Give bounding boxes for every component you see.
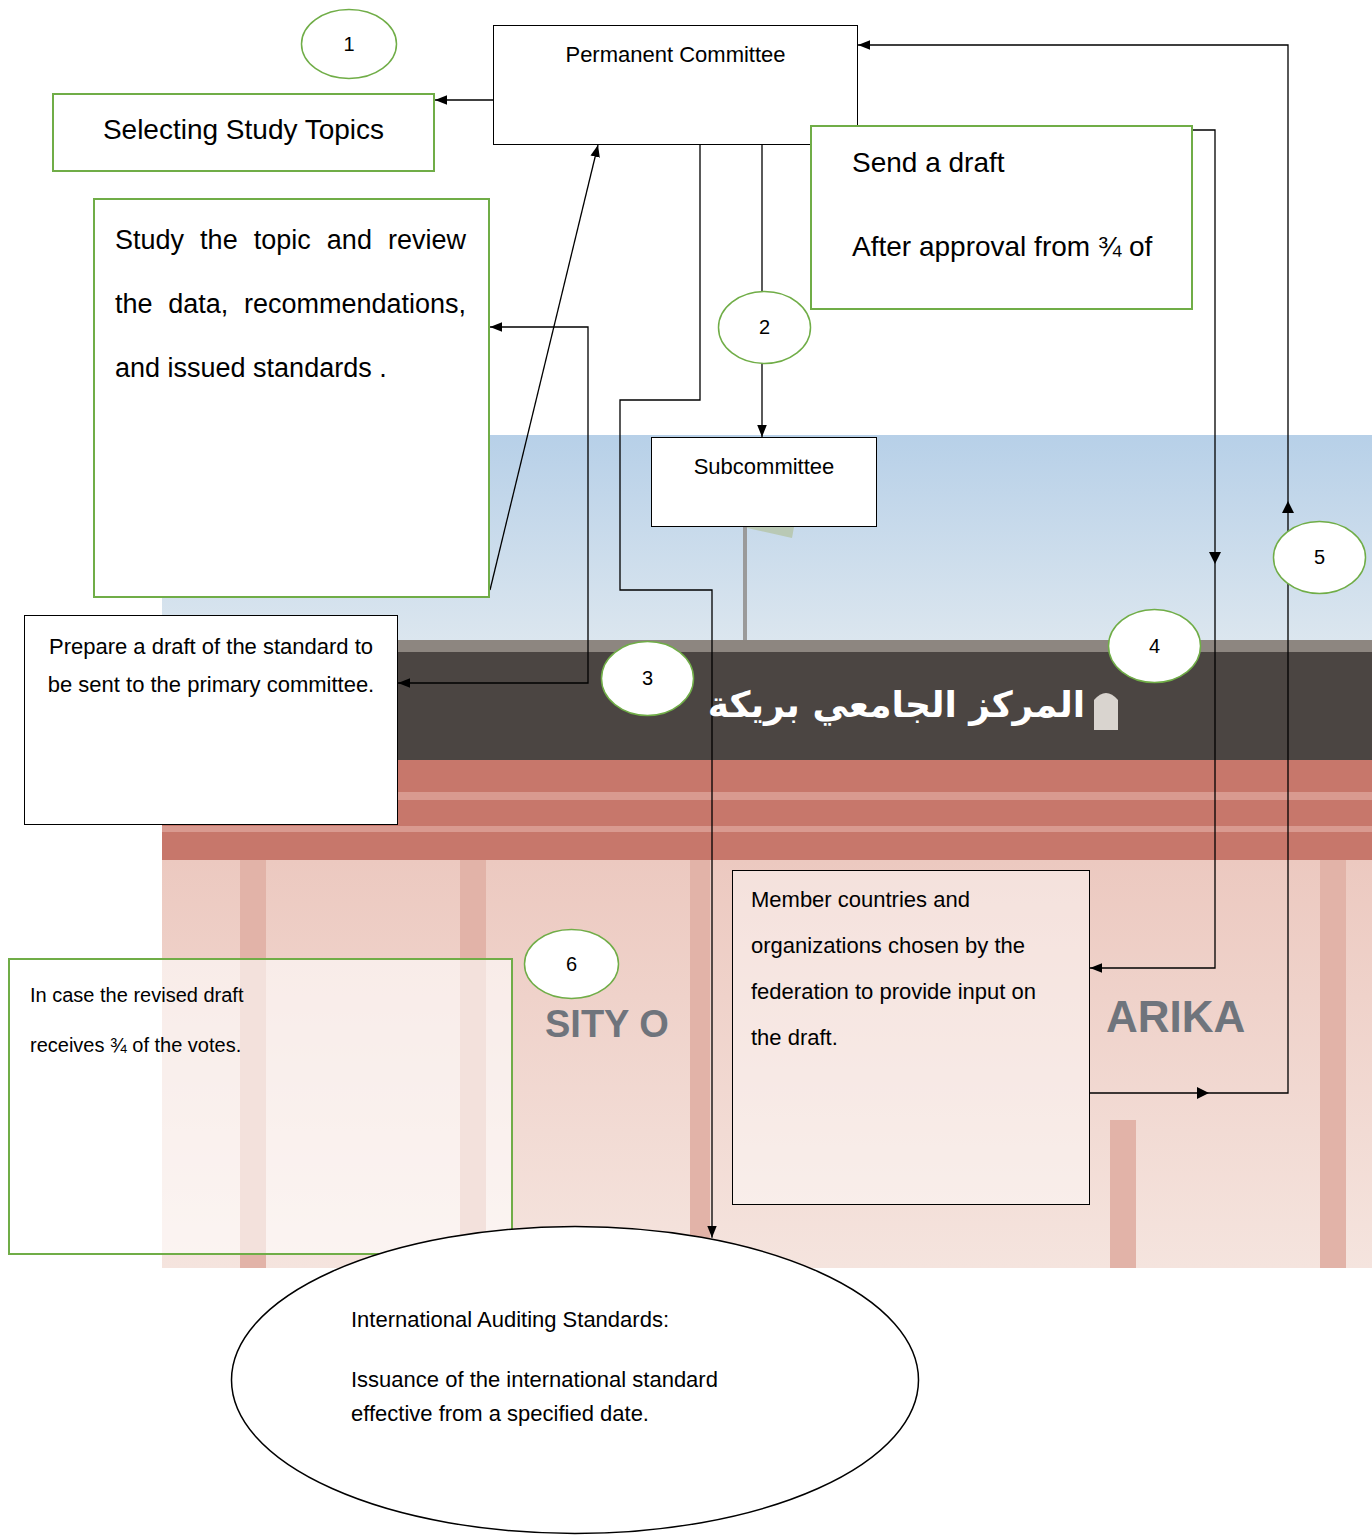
watermark-text: SITY O: [545, 1003, 669, 1046]
node-text: Permanent Committee: [504, 42, 847, 68]
node-text: Member countries and organizations chose…: [751, 877, 1071, 1061]
callout-text: 2: [759, 316, 770, 339]
callout-text: 3: [642, 667, 653, 690]
process-box: Study the topic and review the data, rec…: [93, 198, 490, 598]
node-text: In case the revised draft receives ¾ of …: [30, 970, 291, 1070]
process-box: Permanent Committee: [493, 25, 858, 145]
process-box: Prepare a draft of the standard to be se…: [24, 615, 398, 825]
connector-arrow: [490, 145, 598, 590]
callout-number: 5: [1272, 520, 1367, 595]
callout-text: 5: [1314, 546, 1325, 569]
callout-number: 6: [523, 928, 620, 1000]
note-box: In case the revised draft receives ¾ of …: [8, 958, 513, 1255]
callout-text: 1: [343, 33, 354, 56]
process-box: Selecting Study Topics: [52, 93, 435, 172]
ellipse-shape: [1274, 522, 1366, 594]
note-box: Send a draftAfter approval from ¾ of: [810, 125, 1193, 310]
node-text: Send a draft: [852, 147, 1175, 179]
node-text: Study the topic and review the data, rec…: [115, 208, 466, 400]
ellipse-shape: [232, 1227, 919, 1534]
ellipse-shape: [302, 10, 397, 79]
ellipse-shape: [602, 642, 694, 716]
node-text: Issuance of the international standard e…: [351, 1363, 792, 1431]
watermark-text: ARIKA: [1106, 992, 1245, 1042]
connector-arrow: [435, 99, 493, 100]
ellipse-shape: [719, 292, 811, 364]
callout-number: 2: [717, 290, 812, 365]
process-box: Subcommittee: [651, 437, 877, 527]
callout-text: 4: [1149, 635, 1160, 658]
callout-number: 4: [1107, 608, 1202, 684]
ellipse-shape: [1109, 610, 1201, 683]
node-text: Subcommittee: [660, 454, 868, 480]
node-text: Selecting Study Topics: [64, 114, 423, 146]
sign-text: المركز الجامعي بريكة: [735, 684, 1085, 725]
ellipse-shape: [525, 930, 619, 999]
node-text: Prepare a draft of the standard to be se…: [41, 628, 381, 704]
callout-number: 3: [600, 640, 695, 717]
callout-text: 6: [566, 953, 577, 976]
terminal-ellipse: International Auditing Standards: Issuanc…: [230, 1225, 920, 1535]
callout-number: 1: [300, 8, 398, 80]
node-text: After approval from ¾ of: [852, 231, 1175, 263]
node-text: International Auditing Standards:: [351, 1303, 792, 1337]
process-box: Member countries and organizations chose…: [732, 870, 1090, 1205]
